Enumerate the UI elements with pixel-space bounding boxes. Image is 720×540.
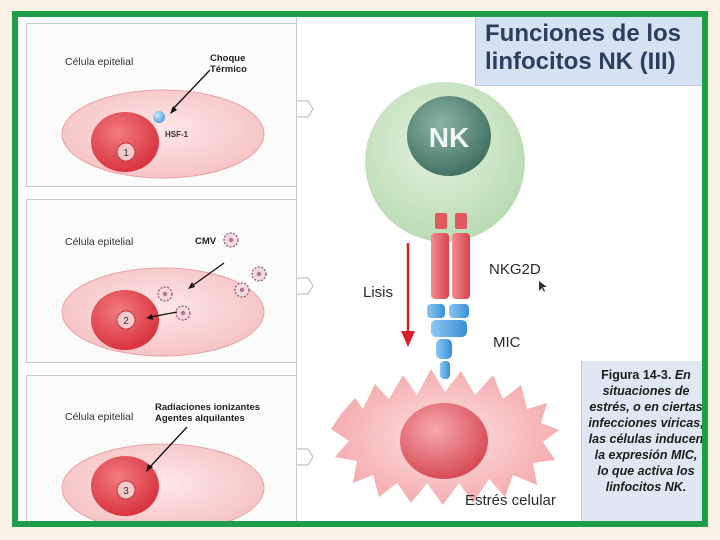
- panel-cmv: Célula epitelial CMV 2: [26, 199, 297, 363]
- epithelial-cell-illustration: 1 HSF-1: [27, 24, 298, 188]
- panel-number: 2: [123, 316, 129, 327]
- lysis-label: Lisis: [363, 284, 393, 301]
- cursor-icon: [539, 281, 547, 292]
- panel-heat-shock: Célula epitelial Choque Térmico 1: [26, 23, 297, 187]
- panel-number: 1: [123, 148, 129, 159]
- slide-frame: Célula epitelial Choque Térmico 1: [12, 11, 708, 527]
- caption-text: En situaciones de estrés, o en ciertas i…: [588, 368, 703, 494]
- panel-number: 3: [123, 486, 129, 497]
- cell-nucleus: [91, 112, 159, 172]
- stressed-cell-label: Estrés celular: [465, 492, 556, 509]
- panel-connector-arrow-icon: [297, 101, 313, 465]
- lysis-arrow-icon: [401, 331, 415, 347]
- receptor-label: NKG2D: [489, 261, 541, 278]
- mic-ligand: [427, 304, 469, 379]
- ligand-label: MIC: [493, 334, 521, 351]
- marker-label: HSF-1: [165, 130, 189, 139]
- hsf1-molecule-icon: [153, 111, 165, 123]
- title-line2: linfocitos NK (III): [476, 48, 708, 76]
- figure-caption: Figura 14-3. En situaciones de estrés, o…: [581, 361, 708, 525]
- title-box: Funciones de los linfocitos NK (III): [475, 17, 708, 86]
- title-line1: Funciones de los: [476, 20, 708, 48]
- epithelial-cell-illustration: 2: [27, 200, 298, 364]
- stressed-cell-nucleus: [400, 403, 488, 479]
- epithelial-cell-illustration: 3: [27, 376, 298, 527]
- panel-radiation: Célula epitelial Radiaciones ionizantes …: [26, 375, 297, 527]
- caption-figure-number: Figura 14-3.: [601, 368, 671, 382]
- nk-label: NK: [429, 122, 469, 153]
